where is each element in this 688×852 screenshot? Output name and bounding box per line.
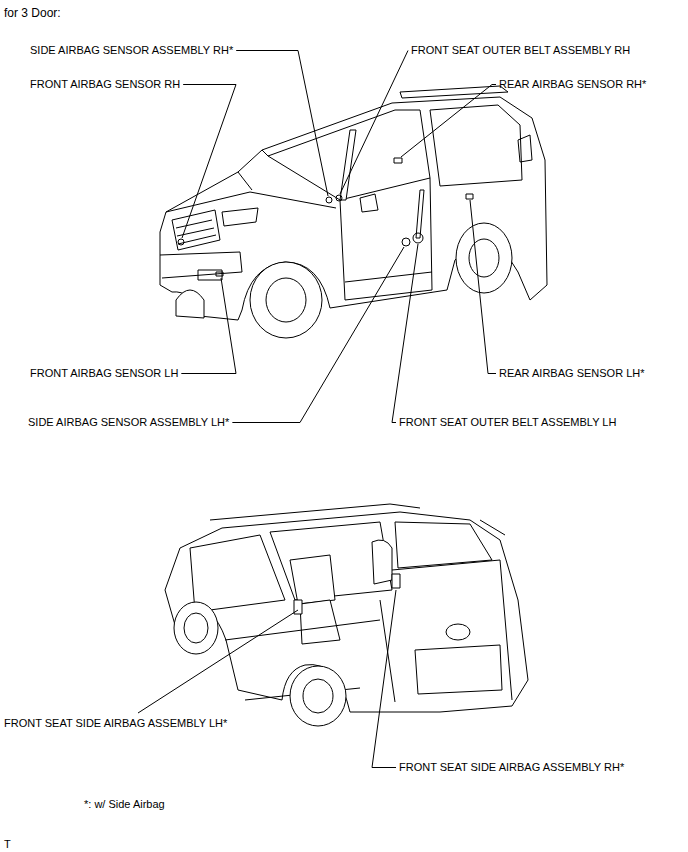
leader-line — [392, 244, 418, 423]
part-name: FRONT SEAT SIDE AIRBAG ASSEMBLY RH* — [399, 761, 624, 774]
leader-line — [181, 278, 236, 374]
part-name: FRONT AIRBAG SENSOR LH — [30, 367, 178, 380]
part-name: SIDE AIRBAG SENSOR ASSEMBLY RH* — [30, 44, 233, 57]
part-name: REAR AIRBAG SENSOR RH* — [499, 78, 646, 91]
leader-line — [401, 85, 496, 158]
note-text: *: w/ Side Airbag — [84, 798, 165, 811]
part-name: FRONT SEAT OUTER BELT ASSEMBLY RH — [411, 44, 630, 57]
leader-line — [232, 247, 404, 423]
leader-line — [182, 85, 236, 239]
part-name: FRONT SEAT SIDE AIRBAG ASSEMBLY LH* — [4, 717, 227, 730]
part-name: FRONT SEAT OUTER BELT ASSEMBLY LH — [399, 416, 616, 429]
part-name: SIDE AIRBAG SENSOR ASSEMBLY LH* — [28, 416, 229, 429]
leader-line — [470, 200, 496, 374]
leader-line — [236, 51, 328, 197]
part-name: FRONT AIRBAG SENSOR RH — [30, 78, 180, 91]
leader-line — [138, 610, 298, 713]
leader-line — [372, 590, 396, 768]
leader-line — [340, 51, 408, 195]
suv-front-view — [160, 86, 547, 338]
part-name: REAR AIRBAG SENSOR LH* — [499, 367, 645, 380]
note-text: T — [4, 838, 11, 851]
suv-rear-view — [165, 504, 528, 726]
heading: for 3 Door: — [4, 7, 61, 20]
